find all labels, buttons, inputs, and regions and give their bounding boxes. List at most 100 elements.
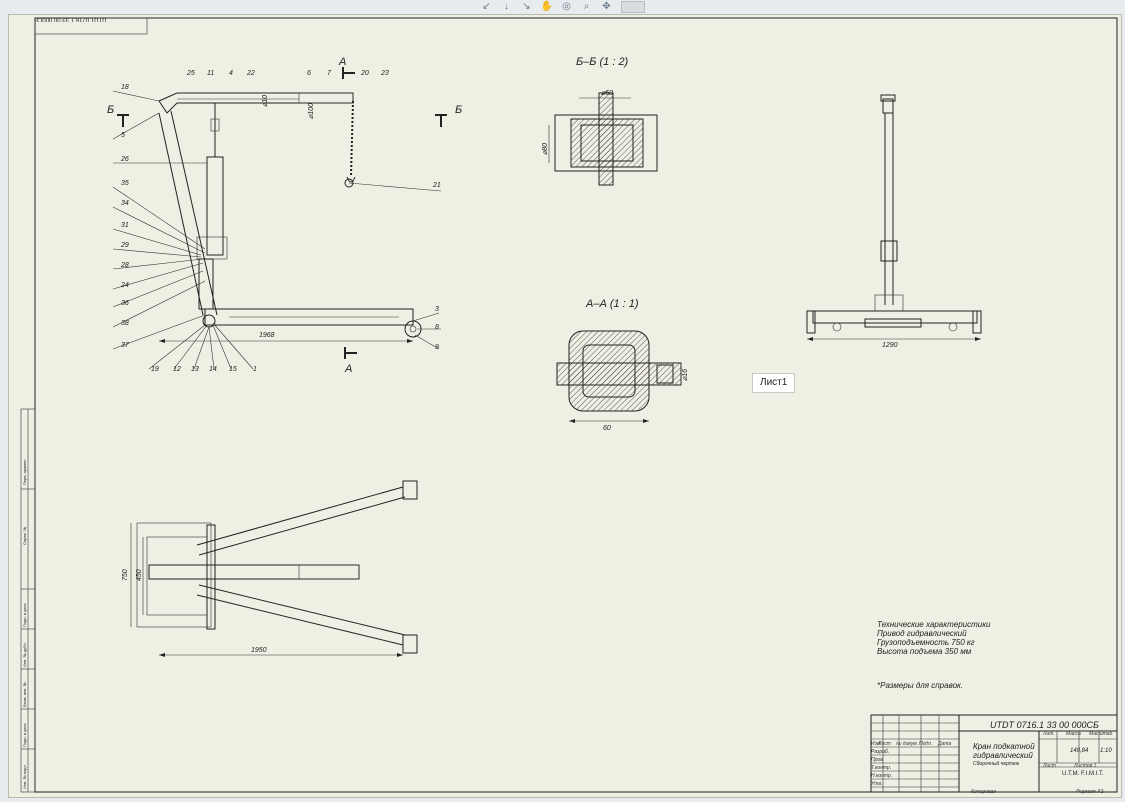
- title-block-code: UTDT 0716.1 33 00 000СБ: [990, 720, 1099, 730]
- tb-col-label: Дата: [938, 741, 952, 747]
- dim-1290: 1290: [882, 342, 898, 349]
- title-block-grid: [870, 714, 1118, 793]
- section-b-title: Б–Б (1 : 2): [576, 56, 629, 68]
- arrow-icon[interactable]: ↓: [504, 1, 509, 12]
- tb-row-label: Разраб.: [871, 749, 890, 755]
- drawing-viewport[interactable]: Б–Б (1 : 2) А–А (1 : 1) А А Б Б 1968 129…: [8, 14, 1122, 798]
- dim-d50: ⌀50: [601, 90, 613, 97]
- dim-450: 450: [136, 569, 143, 581]
- part-label: 18: [121, 84, 129, 91]
- part-label: 13: [191, 366, 199, 373]
- side-label: Перв. примен.: [22, 458, 27, 485]
- sheet-tab[interactable]: Лист1: [752, 373, 796, 393]
- dim-60: 60: [603, 425, 611, 432]
- dim-d16: ⌀16: [682, 369, 689, 381]
- section-mark-a-bottom: А: [344, 363, 352, 375]
- top-view: [130, 480, 418, 657]
- part-label: 34: [121, 200, 129, 207]
- tb-header: Масштаб: [1089, 731, 1113, 737]
- part-label: 23: [380, 70, 389, 77]
- note-line: Технические характеристики: [877, 620, 991, 629]
- dim-d10: ⌀10: [262, 95, 269, 107]
- side-label: Инв. № дубл.: [22, 642, 27, 667]
- tb-header: Лит.: [1043, 731, 1055, 737]
- title-block-name: Кран подкатной гидравлический Сборочный …: [973, 742, 1035, 769]
- side-label: Подп. и дата: [22, 723, 27, 747]
- tb-row-label: Н.контр.: [871, 773, 893, 779]
- zoom-icon[interactable]: ⌕: [583, 1, 590, 12]
- part-label: 9: [435, 344, 439, 351]
- part-label: 37: [121, 342, 130, 349]
- part-label: 4: [229, 70, 233, 77]
- tb-header: Масса: [1066, 731, 1081, 737]
- part-label: 21: [432, 182, 441, 189]
- part-label: 38: [121, 320, 129, 327]
- part-label: 28: [120, 262, 129, 269]
- target-icon[interactable]: ◎: [562, 1, 571, 12]
- tb-sheet: Лист: [1043, 763, 1056, 769]
- section-mark-a-top: А: [338, 56, 346, 68]
- tb-col-label: Подп.: [919, 741, 933, 747]
- section-b-view: [548, 92, 658, 186]
- part-label: 5: [121, 132, 125, 139]
- section-mark-b-left: Б: [107, 104, 114, 116]
- part-label: 35: [121, 180, 129, 187]
- note-line: Высота подъема 350 мм: [877, 647, 972, 656]
- tb-row-label: Пров.: [871, 757, 885, 763]
- note-line: Грузоподъемность 750 кг: [877, 638, 975, 647]
- arrow-icon[interactable]: ↙: [482, 1, 491, 12]
- tb-sheets: Листов 1: [1074, 763, 1097, 769]
- title-block-org: U.T.M. F.I.M.I.T.: [1062, 771, 1104, 777]
- part-label: 22: [246, 70, 255, 77]
- part-label: 3: [435, 306, 439, 313]
- title-name-sub: Сборочный чертеж: [973, 761, 1020, 767]
- dim-d80: ⌀80: [542, 143, 549, 155]
- part-label: 14: [209, 366, 217, 373]
- part-label: 20: [360, 70, 369, 77]
- hand-icon[interactable]: ✋: [540, 1, 553, 12]
- side-label: Подп. и дата: [22, 603, 27, 627]
- part-label: 25: [186, 70, 195, 77]
- stamp-box: [34, 17, 148, 35]
- side-view: [806, 94, 982, 341]
- dim-1968: 1968: [259, 332, 275, 339]
- part-label: 6: [307, 70, 311, 77]
- part-label: 15: [229, 366, 237, 373]
- section-a-view: [556, 330, 682, 423]
- part-label: 31: [121, 222, 129, 229]
- tb-row-label: Т.контр.: [871, 765, 892, 771]
- dim-d100: ⌀100: [308, 103, 315, 119]
- technical-notes: Технические характеристики Привод гидрав…: [877, 620, 990, 656]
- part-label: 12: [173, 366, 181, 373]
- tb-format: Формат A3: [1076, 789, 1104, 795]
- frame-stamp: UTDT 0716.1 33 00 000СБ: [34, 16, 107, 22]
- tb-copied: Копировал: [971, 789, 996, 795]
- tb-col-label: Лист: [878, 741, 891, 747]
- toolbar: ↙ ↓ ↘ ✋ ◎ ⌕ ✥: [0, 0, 1125, 14]
- tb-col-label: № докум.: [896, 741, 919, 747]
- part-label: 26: [120, 156, 129, 163]
- view-box-icon[interactable]: [620, 1, 645, 13]
- section-mark-b-right: Б: [455, 104, 462, 116]
- tb-col-label: Изм: [871, 741, 881, 747]
- drawing-canvas: Б–Б (1 : 2) А–А (1 : 1) А А Б Б 1968 129…: [20, 17, 1118, 793]
- part-label: 19: [151, 366, 159, 373]
- dim-750: 750: [122, 569, 129, 581]
- sheet-frame: [34, 17, 1118, 793]
- part-label: 8: [435, 324, 439, 331]
- part-label: 29: [120, 242, 129, 249]
- title-block-mass: 140,84: [1070, 748, 1089, 754]
- part-label: 1: [253, 366, 257, 373]
- arrow-icon[interactable]: ↘: [522, 1, 531, 12]
- section-a-title: А–А (1 : 1): [585, 298, 639, 310]
- side-label: Взам. инв. №: [22, 682, 27, 707]
- part-label: 11: [207, 70, 214, 77]
- part-label: 36: [121, 300, 129, 307]
- front-view: [112, 67, 447, 370]
- dim-1950: 1950: [251, 647, 267, 654]
- part-label: 7: [327, 70, 332, 77]
- tb-row-label: Утв.: [871, 781, 883, 787]
- title-block-scale: 1:10: [1100, 748, 1112, 754]
- title-name-line: гидравлический: [973, 751, 1033, 760]
- pan-icon[interactable]: ✥: [602, 1, 611, 12]
